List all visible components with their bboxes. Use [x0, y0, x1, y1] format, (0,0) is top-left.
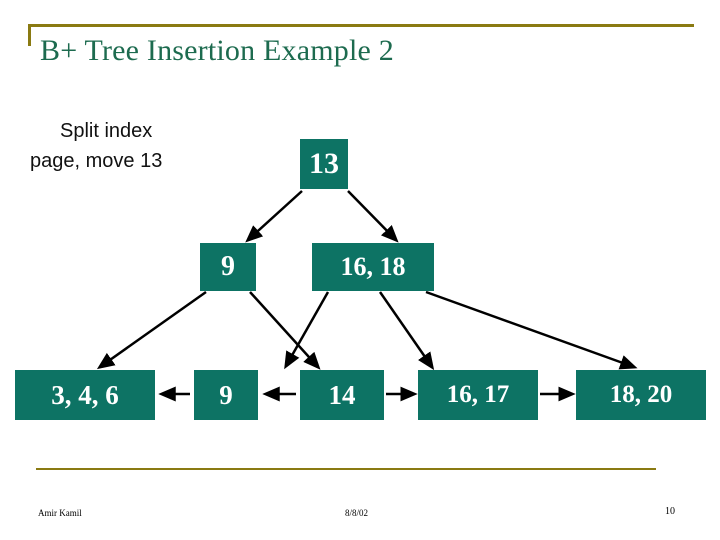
footer-author: Amir Kamil [38, 508, 82, 518]
title-border-tick [28, 24, 31, 46]
tree-node-level2-1: 16, 18 [312, 243, 434, 291]
tree-node-leaf-4: 18, 20 [576, 370, 706, 420]
tree-node-leaf-0: 3, 4, 6 [15, 370, 155, 420]
tree-node-leaf-2: 14 [300, 370, 384, 420]
footer-divider [36, 468, 656, 470]
footer-date: 8/8/02 [345, 508, 369, 518]
title-border-rule [28, 24, 694, 27]
tree-node-leaf-1: 9 [194, 370, 258, 420]
tree-node-leaf-3: 16, 17 [418, 370, 538, 420]
caption-text: Split index page, move 13 [30, 116, 280, 176]
caption-line-1: Split index [60, 120, 153, 142]
footer-page-number: 10 [665, 506, 675, 517]
tree-node-level2-0: 9 [200, 243, 256, 291]
tree-node-root: 13 [300, 139, 348, 189]
caption-line-2: page, move 13 [30, 150, 163, 172]
page-title: B+ Tree Insertion Example 2 [40, 34, 394, 67]
